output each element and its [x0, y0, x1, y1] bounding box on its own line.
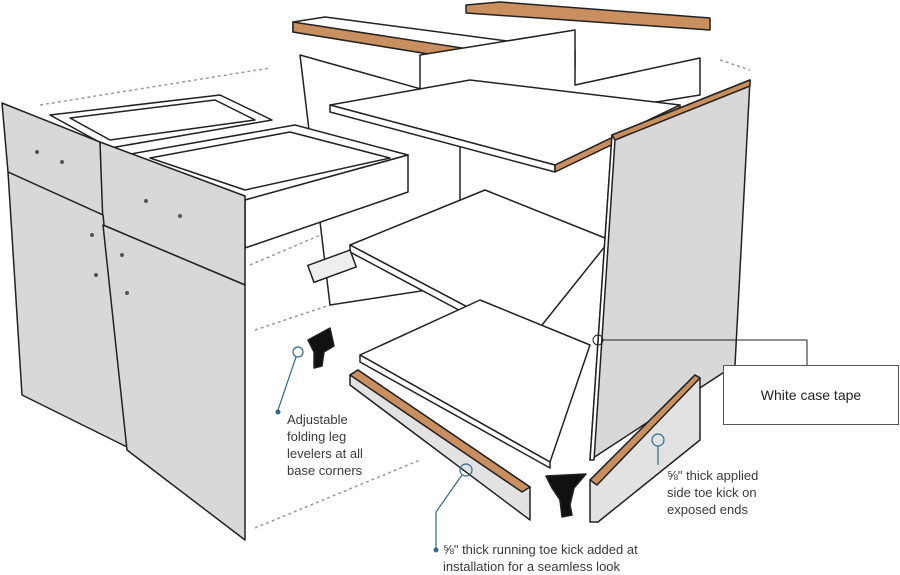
callout-line: levelers at all: [287, 446, 363, 461]
top-rail-back: [465, 1, 711, 31]
callout-line: Adjustable: [287, 412, 348, 427]
case-tape-callout: White case tape: [723, 365, 899, 425]
leg-leveler-left: [307, 327, 335, 369]
running-toe-kick-callout: ⅝" thick running toe kick added at insta…: [443, 541, 638, 575]
callout-line: side toe kick on: [667, 485, 757, 500]
case-tape-line: [592, 334, 808, 365]
callout-line: exposed ends: [667, 502, 748, 517]
callout-line: ⅝" thick running toe kick added at: [443, 542, 638, 557]
hinge: [307, 249, 357, 284]
leg-leveler-front: [545, 473, 587, 518]
leg-levelers-callout: Adjustable folding leg levelers at all b…: [287, 411, 363, 479]
callout-line: ⅝" thick applied: [667, 468, 759, 483]
callout-line: folding leg: [287, 429, 347, 444]
callout-lines: [277, 346, 665, 548]
door-right: [102, 224, 246, 541]
callout-line: base corners: [287, 463, 363, 478]
callout-line: installation for a seamless look: [443, 559, 621, 574]
side-toe-kick-callout: ⅝" thick applied side toe kick on expose…: [667, 467, 758, 518]
